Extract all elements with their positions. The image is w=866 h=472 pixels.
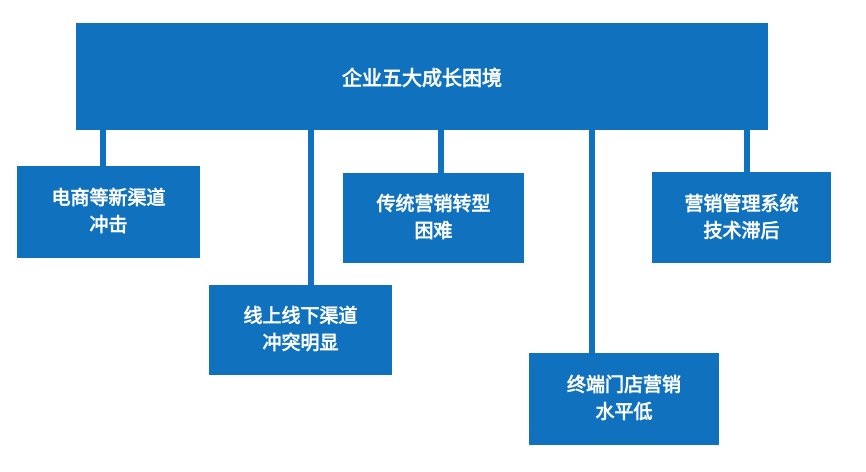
- node-traditional-marketing-transition: 传统营销转型 困难: [343, 173, 524, 263]
- node-label-line: 线上线下渠道: [243, 306, 358, 327]
- node-online-offline-conflict: 线上线下渠道 冲突明显: [209, 285, 392, 375]
- node-label-line: 终端门店营销: [566, 375, 681, 396]
- node-label-line: 冲突明显: [262, 333, 339, 354]
- node-marketing-system-tech: 营销管理系统 技术滞后: [652, 172, 831, 263]
- connector-line-store-marketing: [589, 130, 595, 353]
- node-label-line: 传统营销转型: [376, 194, 491, 215]
- node-label-line: 技术滞后: [703, 220, 780, 242]
- connector-line-online-offline: [308, 130, 314, 285]
- node-label-line: 电商等新渠道: [51, 188, 166, 209]
- node-label-line: 冲击: [89, 215, 128, 236]
- node-label-line: 营销管理系统: [684, 193, 799, 215]
- node-new-channel-impact: 电商等新渠道 冲击: [17, 166, 200, 258]
- node-label-line: 困难: [414, 221, 453, 242]
- connector-line-new-channel: [100, 130, 106, 167]
- diagram-title: 企业五大成长困境: [342, 68, 502, 90]
- node-store-marketing-level: 终端门店营销 水平低: [529, 353, 719, 445]
- connector-line-traditional-marketing: [438, 130, 444, 173]
- diagram-root-node: 企业五大成长困境: [76, 23, 768, 130]
- node-label-line: 水平低: [595, 402, 653, 423]
- connector-line-marketing-system: [744, 130, 750, 172]
